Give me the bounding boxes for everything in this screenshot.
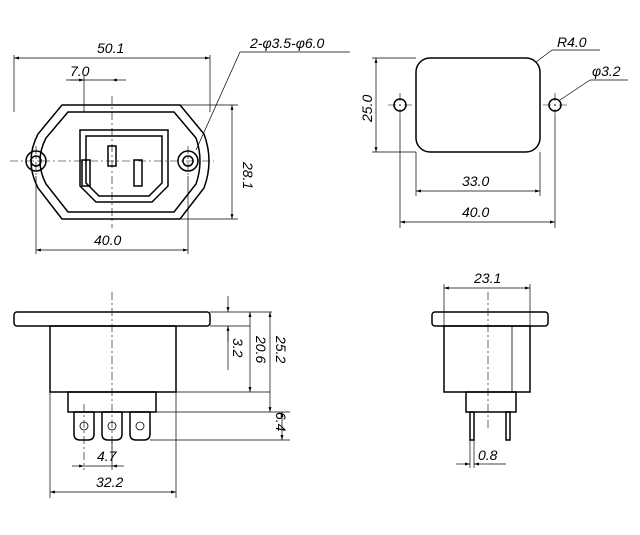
- cutout-view: R4.0 25.0 φ3.2 33.0 40.0: [359, 34, 628, 228]
- panel-cutout: [415, 57, 541, 153]
- side-terminal-right: [129, 411, 151, 441]
- dim-cutout-radius: R4.0: [557, 34, 587, 50]
- dim-side-body: 20.6: [253, 335, 269, 363]
- dim-cutout-height: 25.0: [359, 95, 375, 123]
- dim-side-flange: 3.2: [230, 338, 246, 358]
- dim-end-pin-thickness: 0.8: [478, 447, 498, 463]
- end-view: 23.1 0.8: [431, 270, 549, 468]
- dim-cutout-hole: φ3.2: [592, 63, 621, 79]
- dim-front-hole-spacing: 40.0: [94, 232, 121, 248]
- front-flange-inner: [39, 111, 201, 213]
- front-socket-inner: [85, 135, 163, 197]
- side-body: [49, 325, 177, 393]
- side-terminal-mid: [101, 411, 123, 441]
- side-view: 3.2 20.6 25.2 6.4 4.7 32.2: [13, 292, 290, 498]
- end-body: [443, 325, 531, 393]
- front-socket-outer: [79, 129, 169, 203]
- front-pin-left: [81, 159, 91, 187]
- front-pin-right: [133, 159, 143, 187]
- dim-front-width: 50.1: [97, 40, 124, 56]
- dim-front-pin-offset: 7.0: [70, 63, 90, 79]
- dim-side-pin-pitch: 4.7: [97, 448, 118, 464]
- dim-side-total: 25.2: [273, 335, 289, 363]
- end-terminal-block: [465, 391, 517, 413]
- end-pin-left: [469, 411, 475, 441]
- dim-side-body-width: 32.2: [96, 474, 123, 490]
- end-flange: [431, 311, 549, 327]
- front-view: 50.1 7.0 2-φ3.5-φ6.0 28.1 40.0: [10, 35, 350, 254]
- dim-cutout-hole-spacing: 40.0: [462, 204, 489, 220]
- side-terminal-left: [73, 411, 95, 441]
- dim-end-width: 23.1: [473, 270, 501, 286]
- dim-side-pins: 6.4: [273, 412, 289, 432]
- dim-front-height: 28.1: [240, 161, 256, 189]
- dim-cutout-width: 33.0: [462, 173, 489, 189]
- dim-front-holes: 2-φ3.5-φ6.0: [249, 35, 325, 51]
- end-pin-right: [505, 411, 511, 441]
